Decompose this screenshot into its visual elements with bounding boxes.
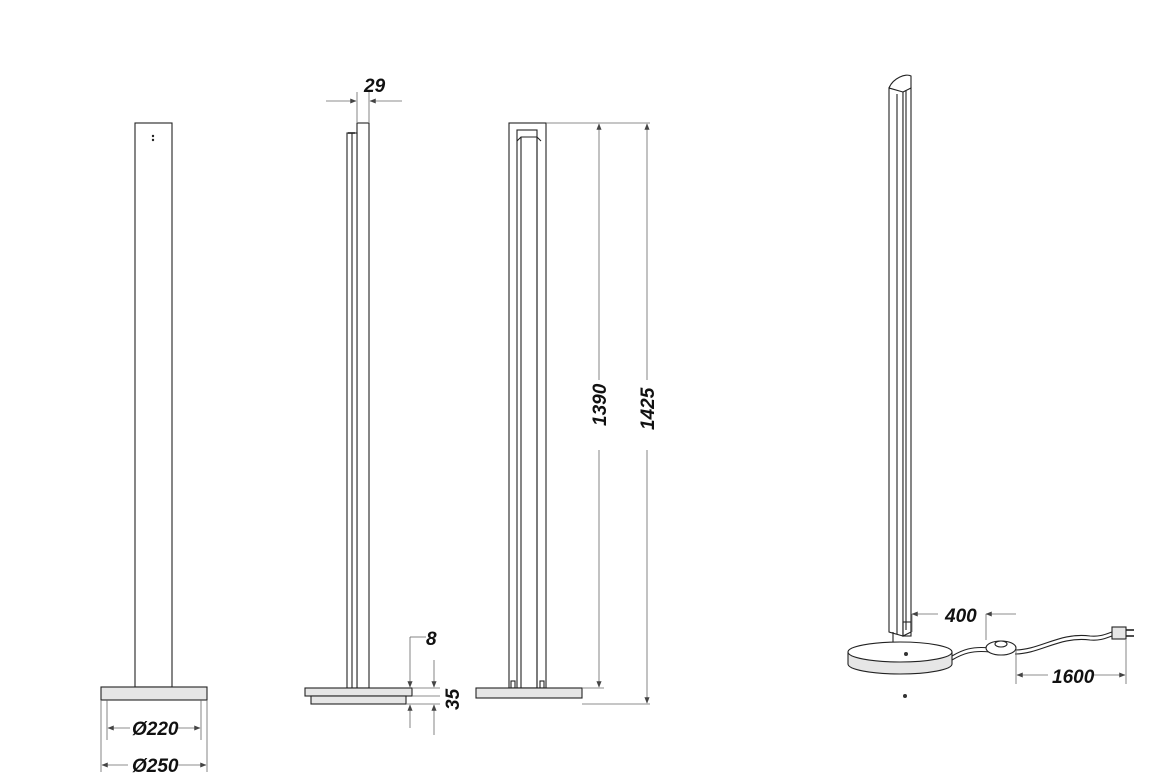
front-screw-top (151, 134, 155, 138)
foot-switch (985, 640, 1017, 656)
side-column (356, 122, 370, 689)
front-screw-bottom (151, 138, 155, 142)
perspective-view: 400 1600 (847, 74, 1134, 698)
side-view: 29 8 35 (304, 76, 464, 735)
front-column (134, 122, 173, 688)
perspective-small-part (903, 694, 907, 698)
inner-height-label: 1390 (590, 383, 611, 426)
base-inner-diameter-label: Ø220 (132, 719, 179, 740)
base-offset-label: 8 (426, 629, 437, 650)
base-height-label: 35 (443, 688, 464, 710)
side-base-bottom (310, 695, 407, 705)
back-column-frame (508, 122, 547, 689)
power-plug (1111, 626, 1127, 640)
perspective-column-front (888, 87, 904, 637)
front-base-plate (100, 686, 208, 701)
back-base-plate (475, 687, 583, 699)
base-outer-diameter-label: Ø250 (132, 756, 179, 777)
back-view: 1390 1425 (475, 122, 659, 705)
front-view: Ø220 Ø250 (100, 122, 208, 777)
cable-length-label: 1600 (1052, 667, 1095, 688)
perspective-base-top (847, 641, 953, 663)
head-width-label: 29 (363, 76, 386, 97)
side-base-top (304, 687, 413, 697)
switch-distance-label: 400 (944, 606, 977, 627)
total-height-label: 1425 (638, 387, 659, 430)
